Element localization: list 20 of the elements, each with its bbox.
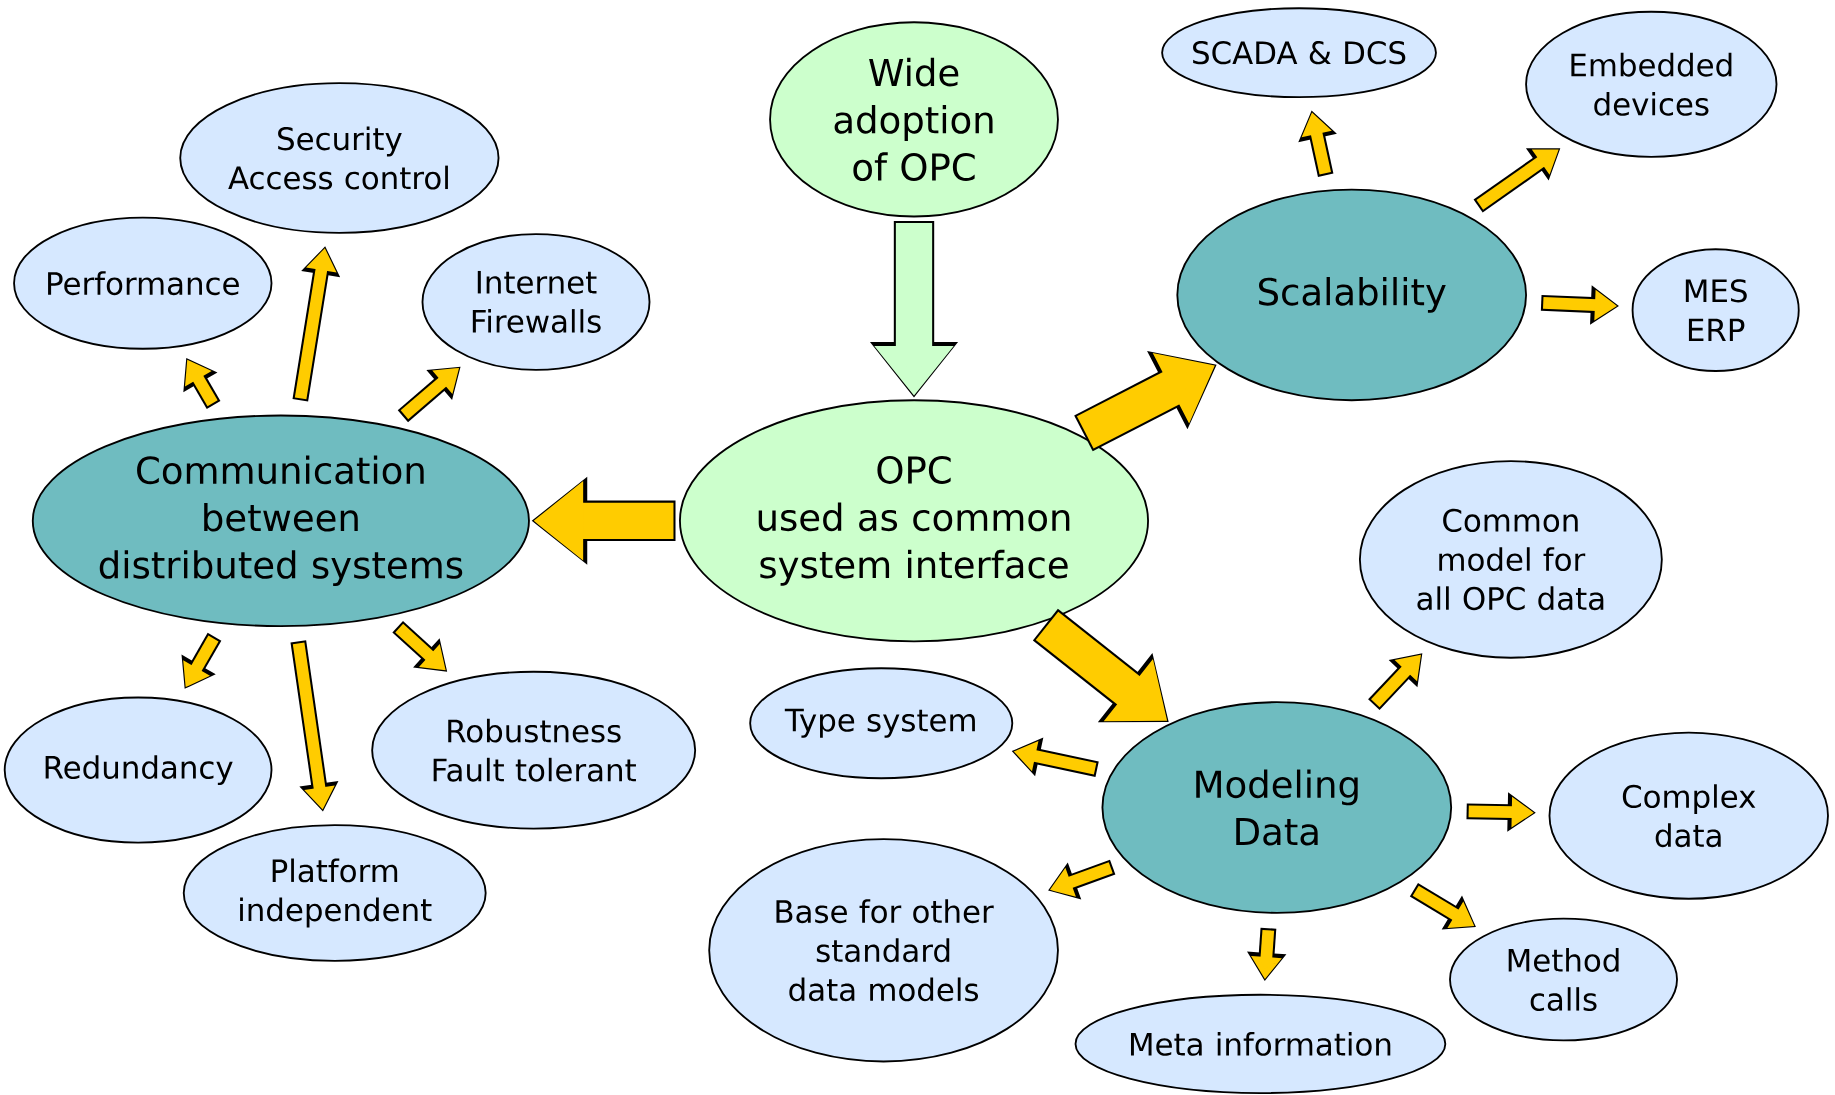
ellipse-node: Method calls: [1449, 917, 1678, 1042]
ellipse-node: SCADA & DCS: [1161, 7, 1437, 98]
ellipse-node: Meta information: [1074, 993, 1447, 1094]
ellipse-node: Communication between distributed systems: [31, 414, 530, 627]
ellipse-node: Performance: [13, 216, 273, 350]
ellipse-node: Base for other standard data models: [708, 838, 1059, 1063]
ellipse-node: OPC used as common system interface: [679, 399, 1149, 643]
ellipse-node: Platform independent: [182, 823, 487, 962]
ellipse-node: Redundancy: [3, 696, 273, 844]
ellipse-node: Wide adoption of OPC: [769, 21, 1059, 218]
ellipse-node: Embedded devices: [1525, 10, 1778, 158]
ellipse-node: Internet Firewalls: [421, 232, 651, 371]
ellipse-node: Modeling Data: [1101, 701, 1453, 914]
ellipse-node: Security Access control: [179, 82, 500, 234]
ellipse-node: Scalability: [1176, 188, 1527, 401]
ellipse-node: MES ERP: [1631, 248, 1800, 372]
ellipse-node: Type system: [749, 667, 1014, 779]
ellipse-node: Robustness Fault tolerant: [371, 670, 697, 830]
ellipse-node: Common model for all OPC data: [1358, 460, 1663, 659]
ellipse-node: Complex data: [1548, 731, 1829, 900]
